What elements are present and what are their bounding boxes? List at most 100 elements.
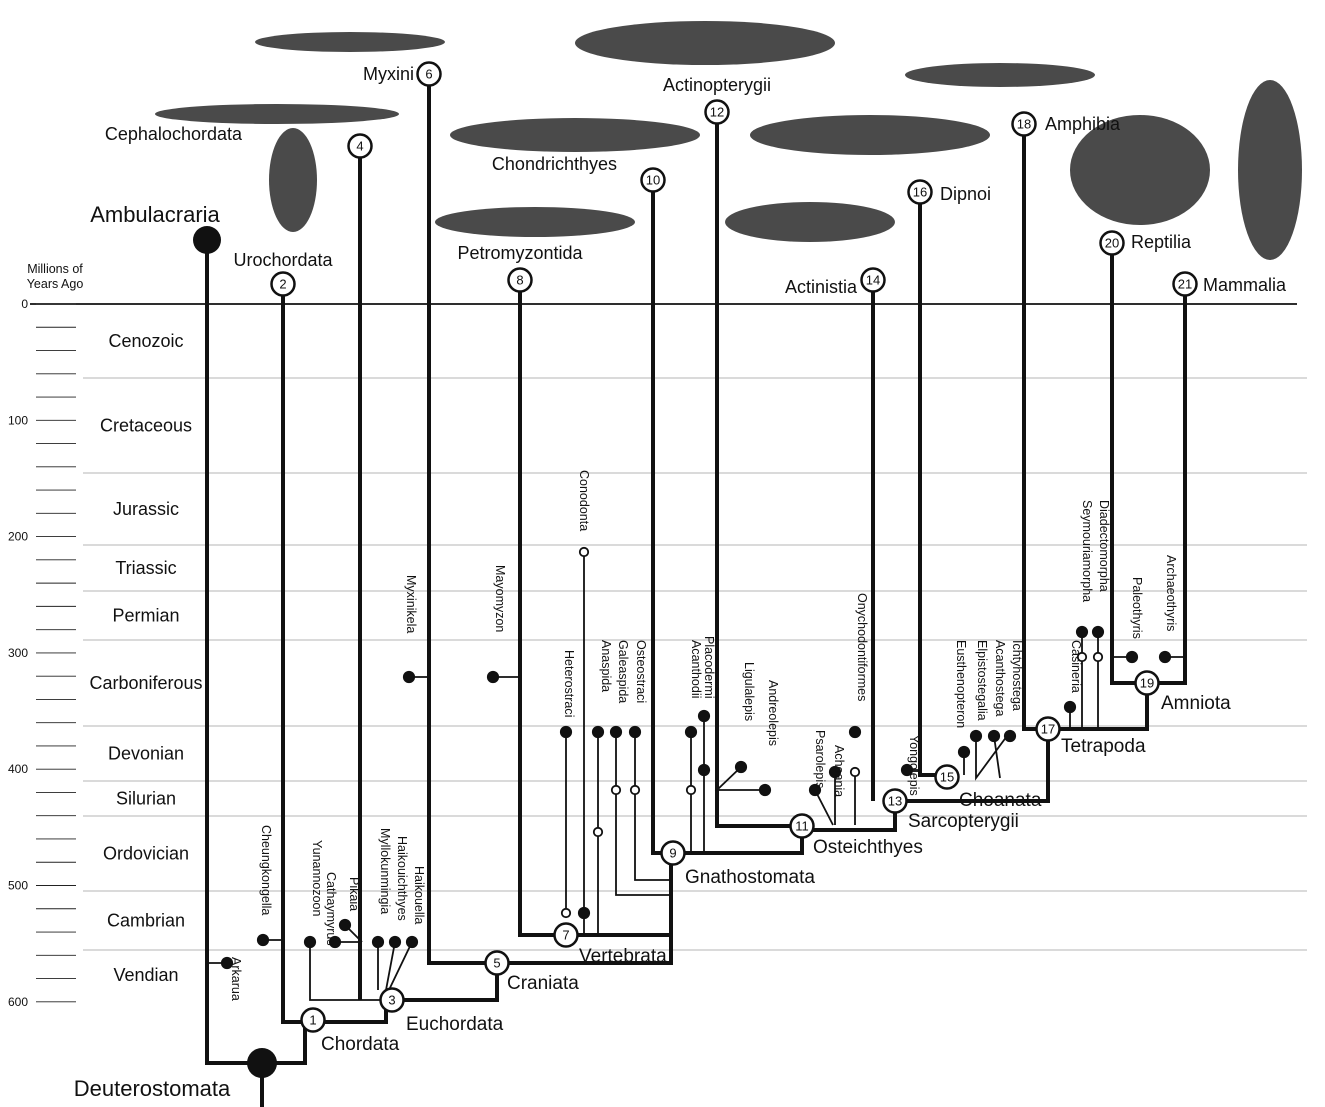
tetrapodomorph-silhouette bbox=[905, 63, 1095, 87]
period-label-triassic: Triassic bbox=[115, 558, 176, 578]
clade-label-amniota: Amniota bbox=[1161, 693, 1231, 714]
tree-branch bbox=[283, 284, 313, 1022]
period-label-devonian: Devonian bbox=[108, 744, 184, 764]
fossil-ghost-node bbox=[1094, 653, 1102, 661]
clade-label-craniata: Craniata bbox=[507, 973, 579, 994]
taxon-label-myxini: Myxini bbox=[363, 64, 414, 84]
node-number-12: 12 bbox=[710, 105, 724, 120]
lancelet-silhouette bbox=[155, 104, 399, 124]
fossil-label-diadectomorpha: Diadectomorpha bbox=[1097, 500, 1111, 592]
tunicate-silhouette bbox=[269, 128, 317, 232]
fossil-label-galeaspida: Galeaspida bbox=[616, 640, 630, 703]
clade-label-choanata: Choanata bbox=[959, 790, 1042, 811]
taxon-label-chondrichthyes: Chondrichthyes bbox=[492, 154, 617, 174]
fossil-node bbox=[699, 711, 709, 721]
fossil-ghost-node bbox=[580, 548, 588, 556]
node-number-5: 5 bbox=[493, 956, 500, 971]
fossil-label-achoania: Achoania bbox=[832, 745, 846, 797]
taxon-label-actinopterygii: Actinopterygii bbox=[663, 75, 771, 95]
fossil-label-haikouichthyes: Haikouichthyes bbox=[395, 836, 409, 921]
taxon-label-dipnoi: Dipnoi bbox=[940, 184, 991, 204]
node-number-6: 6 bbox=[425, 67, 432, 82]
tree-branch bbox=[1024, 124, 1048, 729]
ambulacraria-label: Ambulacraria bbox=[90, 202, 220, 227]
fossil-ghost-node bbox=[612, 786, 620, 794]
period-label-cenozoic: Cenozoic bbox=[108, 331, 183, 351]
fossil-node bbox=[1127, 652, 1137, 662]
taxon-label-cephalochordata: Cephalochordata bbox=[105, 124, 243, 144]
fossil-node bbox=[989, 731, 999, 741]
fossil-label-conodonta: Conodonta bbox=[577, 470, 591, 531]
fossil-label-seymouriamorpha: Seymouriamorpha bbox=[1080, 500, 1094, 602]
ambulacraria-node bbox=[193, 226, 221, 254]
fossil-node bbox=[686, 727, 696, 737]
node-number-19: 19 bbox=[1140, 676, 1154, 691]
fossil-label-cheungkongella: Cheungkongella bbox=[259, 825, 273, 915]
node-number-3: 3 bbox=[388, 993, 395, 1008]
tree-branch bbox=[429, 74, 497, 963]
fossil-node bbox=[760, 785, 770, 795]
fossil-node bbox=[561, 727, 571, 737]
shark-silhouette bbox=[450, 118, 700, 152]
deuterostomata-label: Deuterostomata bbox=[74, 1076, 231, 1101]
node-number-15: 15 bbox=[940, 770, 954, 785]
scale-label-600: 600 bbox=[8, 995, 28, 1009]
period-label-cretaceous: Cretaceous bbox=[100, 416, 192, 436]
fossil-label-cathaymyrus: Cathaymyrus bbox=[324, 872, 338, 946]
scale-label-400: 400 bbox=[8, 762, 28, 776]
fossil-node bbox=[736, 762, 746, 772]
fossil-label-acanthostega: Acanthostega bbox=[993, 640, 1007, 716]
fossil-node bbox=[579, 908, 589, 918]
taxon-label-urochordata: Urochordata bbox=[233, 250, 333, 270]
fossil-branch bbox=[964, 736, 1007, 778]
lungfish-skeleton bbox=[750, 115, 990, 155]
node-number-2: 2 bbox=[279, 277, 286, 292]
taxon-label-actinistia: Actinistia bbox=[785, 277, 858, 297]
node-number-7: 7 bbox=[562, 928, 569, 943]
clade-label-euchordata: Euchordata bbox=[406, 1014, 504, 1035]
fossil-node bbox=[1077, 627, 1087, 637]
fossil-label-myxinikela: Myxinikela bbox=[404, 575, 418, 633]
node-number-17: 17 bbox=[1041, 722, 1055, 737]
period-label-silurian: Silurian bbox=[116, 789, 176, 809]
fossil-label-haikouella: Haikouella bbox=[412, 866, 426, 924]
fossil-label-andreolepis: Andreolepis bbox=[766, 680, 780, 746]
scale-label-100: 100 bbox=[8, 413, 28, 427]
period-label-ordovician: Ordovician bbox=[103, 844, 189, 864]
human-skeleton bbox=[1238, 80, 1302, 260]
node-number-11: 11 bbox=[795, 819, 809, 834]
fossil-node bbox=[404, 672, 414, 682]
period-label-carboniferous: Carboniferous bbox=[89, 673, 202, 693]
fossil-node bbox=[593, 727, 603, 737]
fossil-node bbox=[305, 937, 315, 947]
clade-label-chordata: Chordata bbox=[321, 1034, 400, 1055]
fossil-label-arkarua: Arkarua bbox=[229, 957, 243, 1001]
fossil-node bbox=[850, 727, 860, 737]
fossil-branch bbox=[616, 732, 671, 895]
fossil-ghost-node bbox=[631, 786, 639, 794]
node-number-20: 20 bbox=[1105, 236, 1119, 251]
fossil-node bbox=[258, 935, 268, 945]
fossil-branch bbox=[310, 942, 386, 1000]
fossil-label-paleothyris: Paleothyris bbox=[1130, 577, 1144, 639]
taxon-label-petromyzontida: Petromyzontida bbox=[457, 243, 583, 263]
fossil-label-anaspida: Anaspida bbox=[599, 640, 613, 692]
period-label-cambrian: Cambrian bbox=[107, 911, 185, 931]
node-number-10: 10 bbox=[646, 173, 660, 188]
clade-label-vertebrata: Vertebrata bbox=[579, 946, 667, 967]
fossil-node bbox=[971, 731, 981, 741]
fossil-node bbox=[630, 727, 640, 737]
tree-branch bbox=[653, 180, 671, 853]
fossil-label-ichtyhostega: Ichtyhostega bbox=[1010, 640, 1024, 711]
fossil-label-casineria: Casineria bbox=[1069, 640, 1083, 693]
period-label-permian: Permian bbox=[112, 606, 179, 626]
period-label-vendian: Vendian bbox=[113, 965, 178, 985]
fossil-node bbox=[390, 937, 400, 947]
node-number-4: 4 bbox=[356, 139, 363, 154]
axis-title: Millions of bbox=[27, 262, 83, 276]
period-label-jurassic: Jurassic bbox=[113, 499, 179, 519]
fossil-label-pikaia: Pikaia bbox=[347, 877, 361, 911]
fossil-node bbox=[373, 937, 383, 947]
fossil-label-osteostraci: Osteostraci bbox=[634, 640, 648, 703]
